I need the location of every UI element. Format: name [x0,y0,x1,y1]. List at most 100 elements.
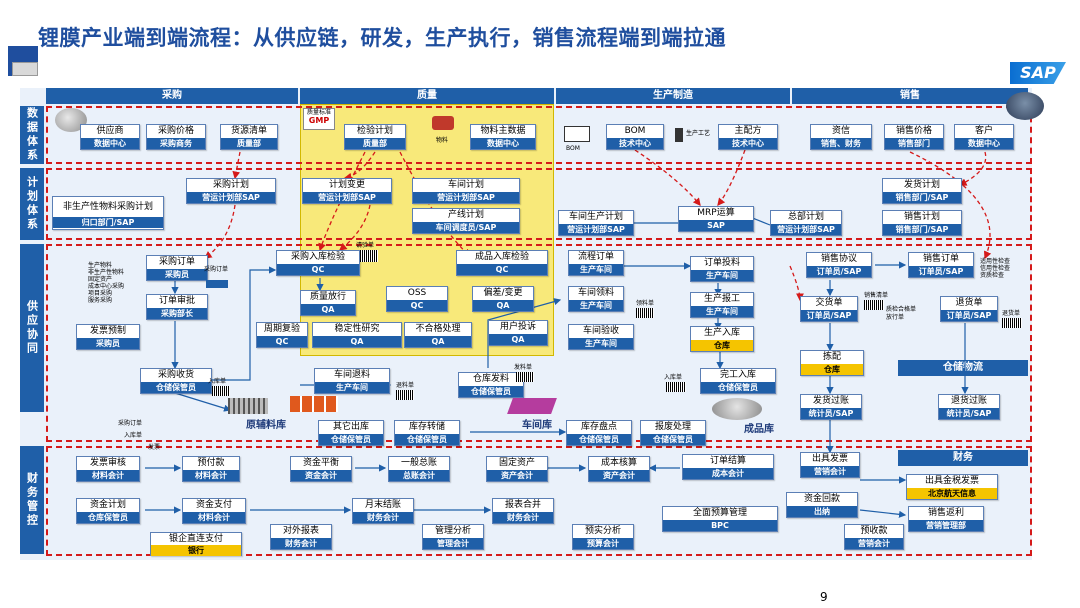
external-report-box[interactable]: 对外报表财务会计 [270,524,332,550]
po-approval-box[interactable]: 订单审批采购部长 [146,294,208,320]
arrow-collection-rebate [860,510,905,515]
box-role: 仓储保管员 [141,382,211,393]
invoice-prep-box[interactable]: 发票预制采购员 [76,324,140,350]
box-title: 车间领料 [569,287,623,300]
sales-price-box[interactable]: 销售价格销售部门 [884,124,944,150]
material-master-box[interactable]: 物料主数据数据中心 [470,124,536,150]
order-settlement-box[interactable]: 订单结算成本会计 [682,454,774,480]
bom-tree-icon [564,126,590,142]
completion-inbound-box[interactable]: 完工入库仓储保管员 [700,368,776,394]
sales-rebate-box[interactable]: 销售返利营销管理部 [908,506,984,532]
return-posting-box[interactable]: 退货过账统计员/SAP [938,394,1000,420]
process-order-box[interactable]: 流程订单生产车间 [568,250,624,276]
other-outbound-box[interactable]: 其它出库仓储保管员 [318,420,384,446]
box-role: 仓库保管员 [77,512,139,523]
box-title: 非生产性物料采购计划 [53,197,163,217]
return-order-box[interactable]: 退货单订单员/SAP [940,296,998,322]
sales-invoice-box[interactable]: 出具发票营销会计 [800,452,860,478]
hq-plan-box[interactable]: 总部计划营运计划部SAP [770,210,842,236]
red-arrow-customer-ship [960,152,986,185]
sales-agreement-box[interactable]: 销售协议订单员/SAP [806,252,872,278]
purchase-plan-box[interactable]: 采购计划营运计划部SAP [186,178,276,204]
invoice-verification-box[interactable]: 发票审核材料会计 [76,456,140,482]
prepayment-box[interactable]: 预付款材料会计 [182,456,240,482]
fund-payment-box[interactable]: 资金支付材料会计 [182,498,246,524]
box-title: 完工入库 [701,369,775,382]
picking-box[interactable]: 拣配仓库 [800,350,864,376]
scrap-handling-box[interactable]: 报废处理仓储保管员 [640,420,706,446]
fund-balance-box[interactable]: 资金平衡资金会计 [290,456,352,482]
sales-order-box[interactable]: 销售订单订单员/SAP [908,252,974,278]
stock-transfer-box[interactable]: 库存转储仓储保管员 [394,420,460,446]
credit-box[interactable]: 资信销售、财务 [810,124,872,150]
workshop-return-box[interactable]: 车间退料生产车间 [314,368,390,394]
main-recipe-box[interactable]: 主配方技术中心 [718,124,778,150]
budget-actual-analysis-box[interactable]: 预实分析预算会计 [572,524,634,550]
sales-check-note: 信用性检查 [980,265,1010,272]
red-arrow-inspectplan-plan [345,152,375,178]
inspect-sheet-note: 请验单 [356,242,374,249]
customer-box[interactable]: 客户数据中心 [954,124,1014,150]
goods-release-note: 放行单 [886,314,904,321]
plan-change-box[interactable]: 计划变更营运计划部SAP [302,178,392,204]
bank-direct-pay-box[interactable]: 银企直连支付银行 [150,532,242,556]
raw-warehouse-label: 原辅料库 [246,416,286,431]
fixed-asset-box[interactable]: 固定资产资产会计 [486,456,548,482]
box-role: 生产车间 [569,338,633,349]
workshop-production-plan-box[interactable]: 车间生产计划营运计划部SAP [558,210,634,236]
non-production-plan-box[interactable]: 非生产性物料采购计划归口部门/SAP [52,196,164,230]
source-list-box[interactable]: 货源清单质量部 [220,124,278,150]
box-title: 用户投诉 [489,321,547,334]
workshop-acceptance-box[interactable]: 车间验收生产车间 [568,324,634,350]
order-feeding-box[interactable]: 订单投料生产车间 [690,256,754,282]
box-role: 营运计划部SAP [187,192,275,203]
box-title: 稳定性研究 [313,323,401,336]
line-plan-box[interactable]: 产线计划车间调度员/SAP [412,208,520,234]
shipment-posting-box[interactable]: 发货过账统计员/SAP [800,394,862,420]
inspect-plan-box[interactable]: 检验计划质量部 [344,124,406,150]
production-report-box[interactable]: 生产报工生产车间 [690,292,754,318]
advance-receipt-box[interactable]: 预收款营销会计 [844,524,904,550]
purchase-receipt-box[interactable]: 采购收货仓储保管员 [140,368,212,394]
box-title: 销售返利 [909,507,983,520]
warehouse-issue-box[interactable]: 仓库发料仓储保管员 [458,372,524,398]
cost-accounting-box[interactable]: 成本核算资产会计 [588,456,650,482]
box-title: BOM [607,125,663,138]
workshop-plan-box[interactable]: 车间计划营运计划部SAP [412,178,520,204]
report-consolidation-box[interactable]: 报表合并财务会计 [492,498,554,524]
production-inbound-box[interactable]: 生产入库仓库 [690,326,754,352]
box-title: 车间验收 [569,325,633,338]
purchase-price-box[interactable]: 采购价格采购商务 [146,124,206,150]
fund-plan-box[interactable]: 资金计划仓库保管员 [76,498,140,524]
red-arrow-release-ws [790,266,800,300]
month-end-close-box[interactable]: 月末结账财务会计 [352,498,414,524]
stocktake-box[interactable]: 库存盘点仓储保管员 [566,420,632,446]
delivery-box[interactable]: 交货单订单员/SAP [800,296,858,322]
supplier-box[interactable]: 供应商数据中心 [80,124,140,150]
box-title: 管理分析 [423,525,483,538]
gmp-logo-text: GMP [304,116,334,125]
golden-tax-invoice-box[interactable]: 出具金税发票北京航天信息 [906,474,998,500]
workshop-material-box[interactable]: 车间领料生产车间 [568,286,624,312]
management-analysis-box[interactable]: 管理分析管理会计 [422,524,484,550]
purchase-order-box[interactable]: 采购订单采购员 [146,255,208,281]
general-ledger-box[interactable]: 一般总账总账会计 [388,456,450,482]
fund-collection-box[interactable]: 资金回款出纳 [786,492,858,518]
ship-plan-box[interactable]: 发货计划销售部门/SAP [882,178,962,204]
red-arrow-plan-order [205,205,235,258]
box-title: 采购收货 [141,369,211,382]
sales-plan-box[interactable]: 销售计划销售部门/SAP [882,210,962,236]
box-title: 客户 [955,125,1013,138]
